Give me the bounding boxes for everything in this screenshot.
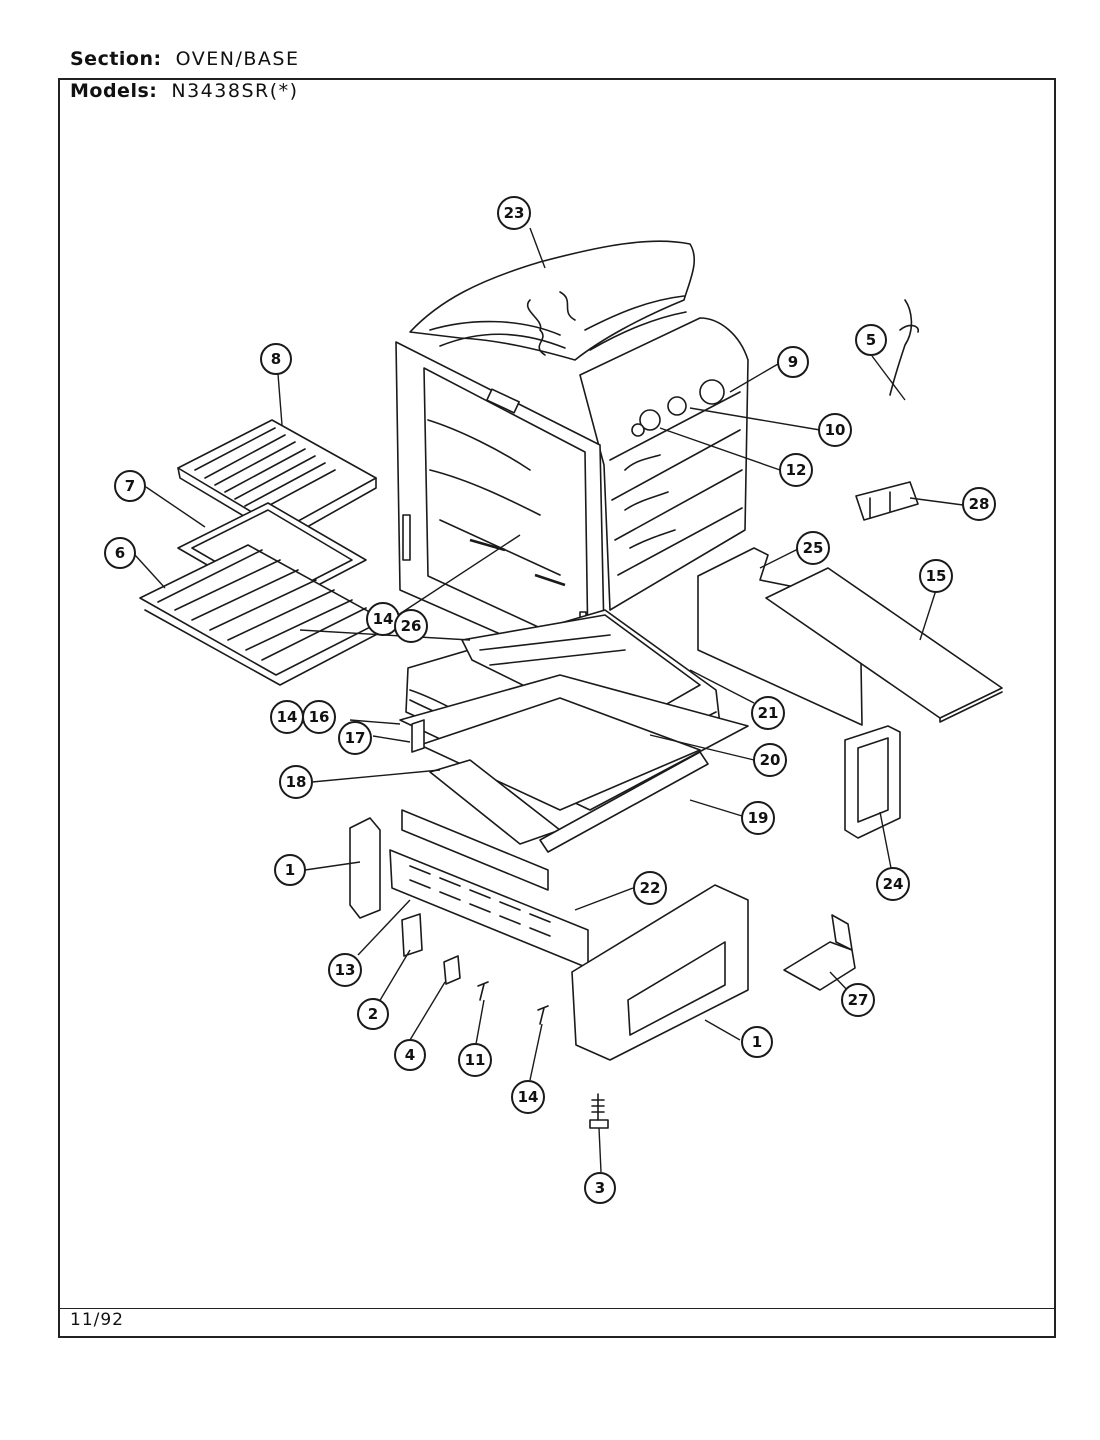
section-label: Section:	[70, 48, 162, 70]
svg-text:4: 4	[405, 1046, 415, 1064]
oven-rack	[139, 544, 386, 686]
svg-text:7: 7	[125, 477, 135, 495]
callout-12: 12	[779, 453, 813, 487]
svg-text:1: 1	[752, 1033, 762, 1051]
callout-23: 23	[497, 196, 531, 230]
callout-17: 17	[338, 721, 372, 755]
diagram-frame	[58, 78, 1056, 1338]
callout-1-right: 1	[741, 1026, 773, 1058]
svg-text:12: 12	[786, 461, 807, 479]
callout-9: 9	[777, 346, 809, 378]
svg-text:25: 25	[803, 539, 824, 557]
callout-25: 25	[796, 531, 830, 565]
svg-text:28: 28	[969, 495, 990, 513]
callout-5: 5	[855, 324, 887, 356]
svg-text:2: 2	[368, 1005, 378, 1023]
callout-16: 16	[302, 700, 336, 734]
footer-divider	[58, 1308, 1056, 1309]
svg-text:14: 14	[373, 610, 394, 628]
svg-text:18: 18	[286, 773, 307, 791]
callout-4: 4	[394, 1039, 426, 1071]
svg-text:13: 13	[335, 961, 356, 979]
models-header: Models: N3438SR(*)	[70, 80, 299, 102]
models-value: N3438SR(*)	[171, 80, 299, 102]
svg-text:27: 27	[848, 991, 869, 1009]
side-parts	[697, 299, 1003, 991]
svg-text:5: 5	[866, 331, 876, 349]
callout-15: 15	[919, 559, 953, 593]
svg-text:19: 19	[748, 809, 769, 827]
leader-lines	[134, 227, 964, 1173]
callout-14-lower: 14	[511, 1080, 545, 1114]
callout-2: 2	[357, 998, 389, 1030]
models-label: Models:	[70, 80, 158, 102]
svg-text:23: 23	[504, 204, 525, 222]
callout-24: 24	[876, 867, 910, 901]
oven-cavity-assembly	[395, 240, 749, 681]
callout-13: 13	[328, 953, 362, 987]
svg-text:8: 8	[271, 350, 281, 368]
callout-11: 11	[458, 1043, 492, 1077]
svg-text:3: 3	[595, 1179, 605, 1197]
svg-text:17: 17	[345, 729, 366, 747]
svg-text:11: 11	[465, 1051, 486, 1069]
section-header: Section: OVEN/BASE	[70, 48, 299, 70]
svg-text:15: 15	[926, 567, 947, 585]
svg-text:1: 1	[285, 861, 295, 879]
oven-bottom-assembly	[399, 609, 749, 853]
callout-1-left: 1	[274, 854, 306, 886]
svg-text:20: 20	[760, 751, 781, 769]
callout-27: 27	[841, 983, 875, 1017]
svg-text:14: 14	[518, 1088, 539, 1106]
callout-19: 19	[741, 801, 775, 835]
revision-date: 11/92	[70, 1310, 124, 1330]
svg-text:6: 6	[115, 544, 125, 562]
callout-28: 28	[962, 487, 996, 521]
callout-10: 10	[818, 413, 852, 447]
svg-text:10: 10	[825, 421, 846, 439]
svg-text:24: 24	[883, 875, 904, 893]
callout-7: 7	[114, 470, 146, 502]
svg-text:26: 26	[401, 617, 422, 635]
callout-6: 6	[104, 537, 136, 569]
svg-text:14: 14	[277, 708, 298, 726]
callout-14-mid: 14	[270, 700, 304, 734]
callout-8: 8	[260, 343, 292, 375]
section-value: OVEN/BASE	[175, 48, 300, 70]
callout-21: 21	[751, 696, 785, 730]
callout-3: 3	[584, 1172, 616, 1204]
callout-22: 22	[633, 871, 667, 905]
callout-18: 18	[279, 765, 313, 799]
callout-14-upper: 14	[366, 602, 400, 636]
callout-20: 20	[753, 743, 787, 777]
svg-text:9: 9	[788, 353, 798, 371]
svg-text:16: 16	[309, 708, 330, 726]
svg-text:21: 21	[758, 704, 779, 722]
callout-26: 26	[394, 609, 428, 643]
base-assembly	[349, 809, 749, 1129]
svg-text:22: 22	[640, 879, 661, 897]
